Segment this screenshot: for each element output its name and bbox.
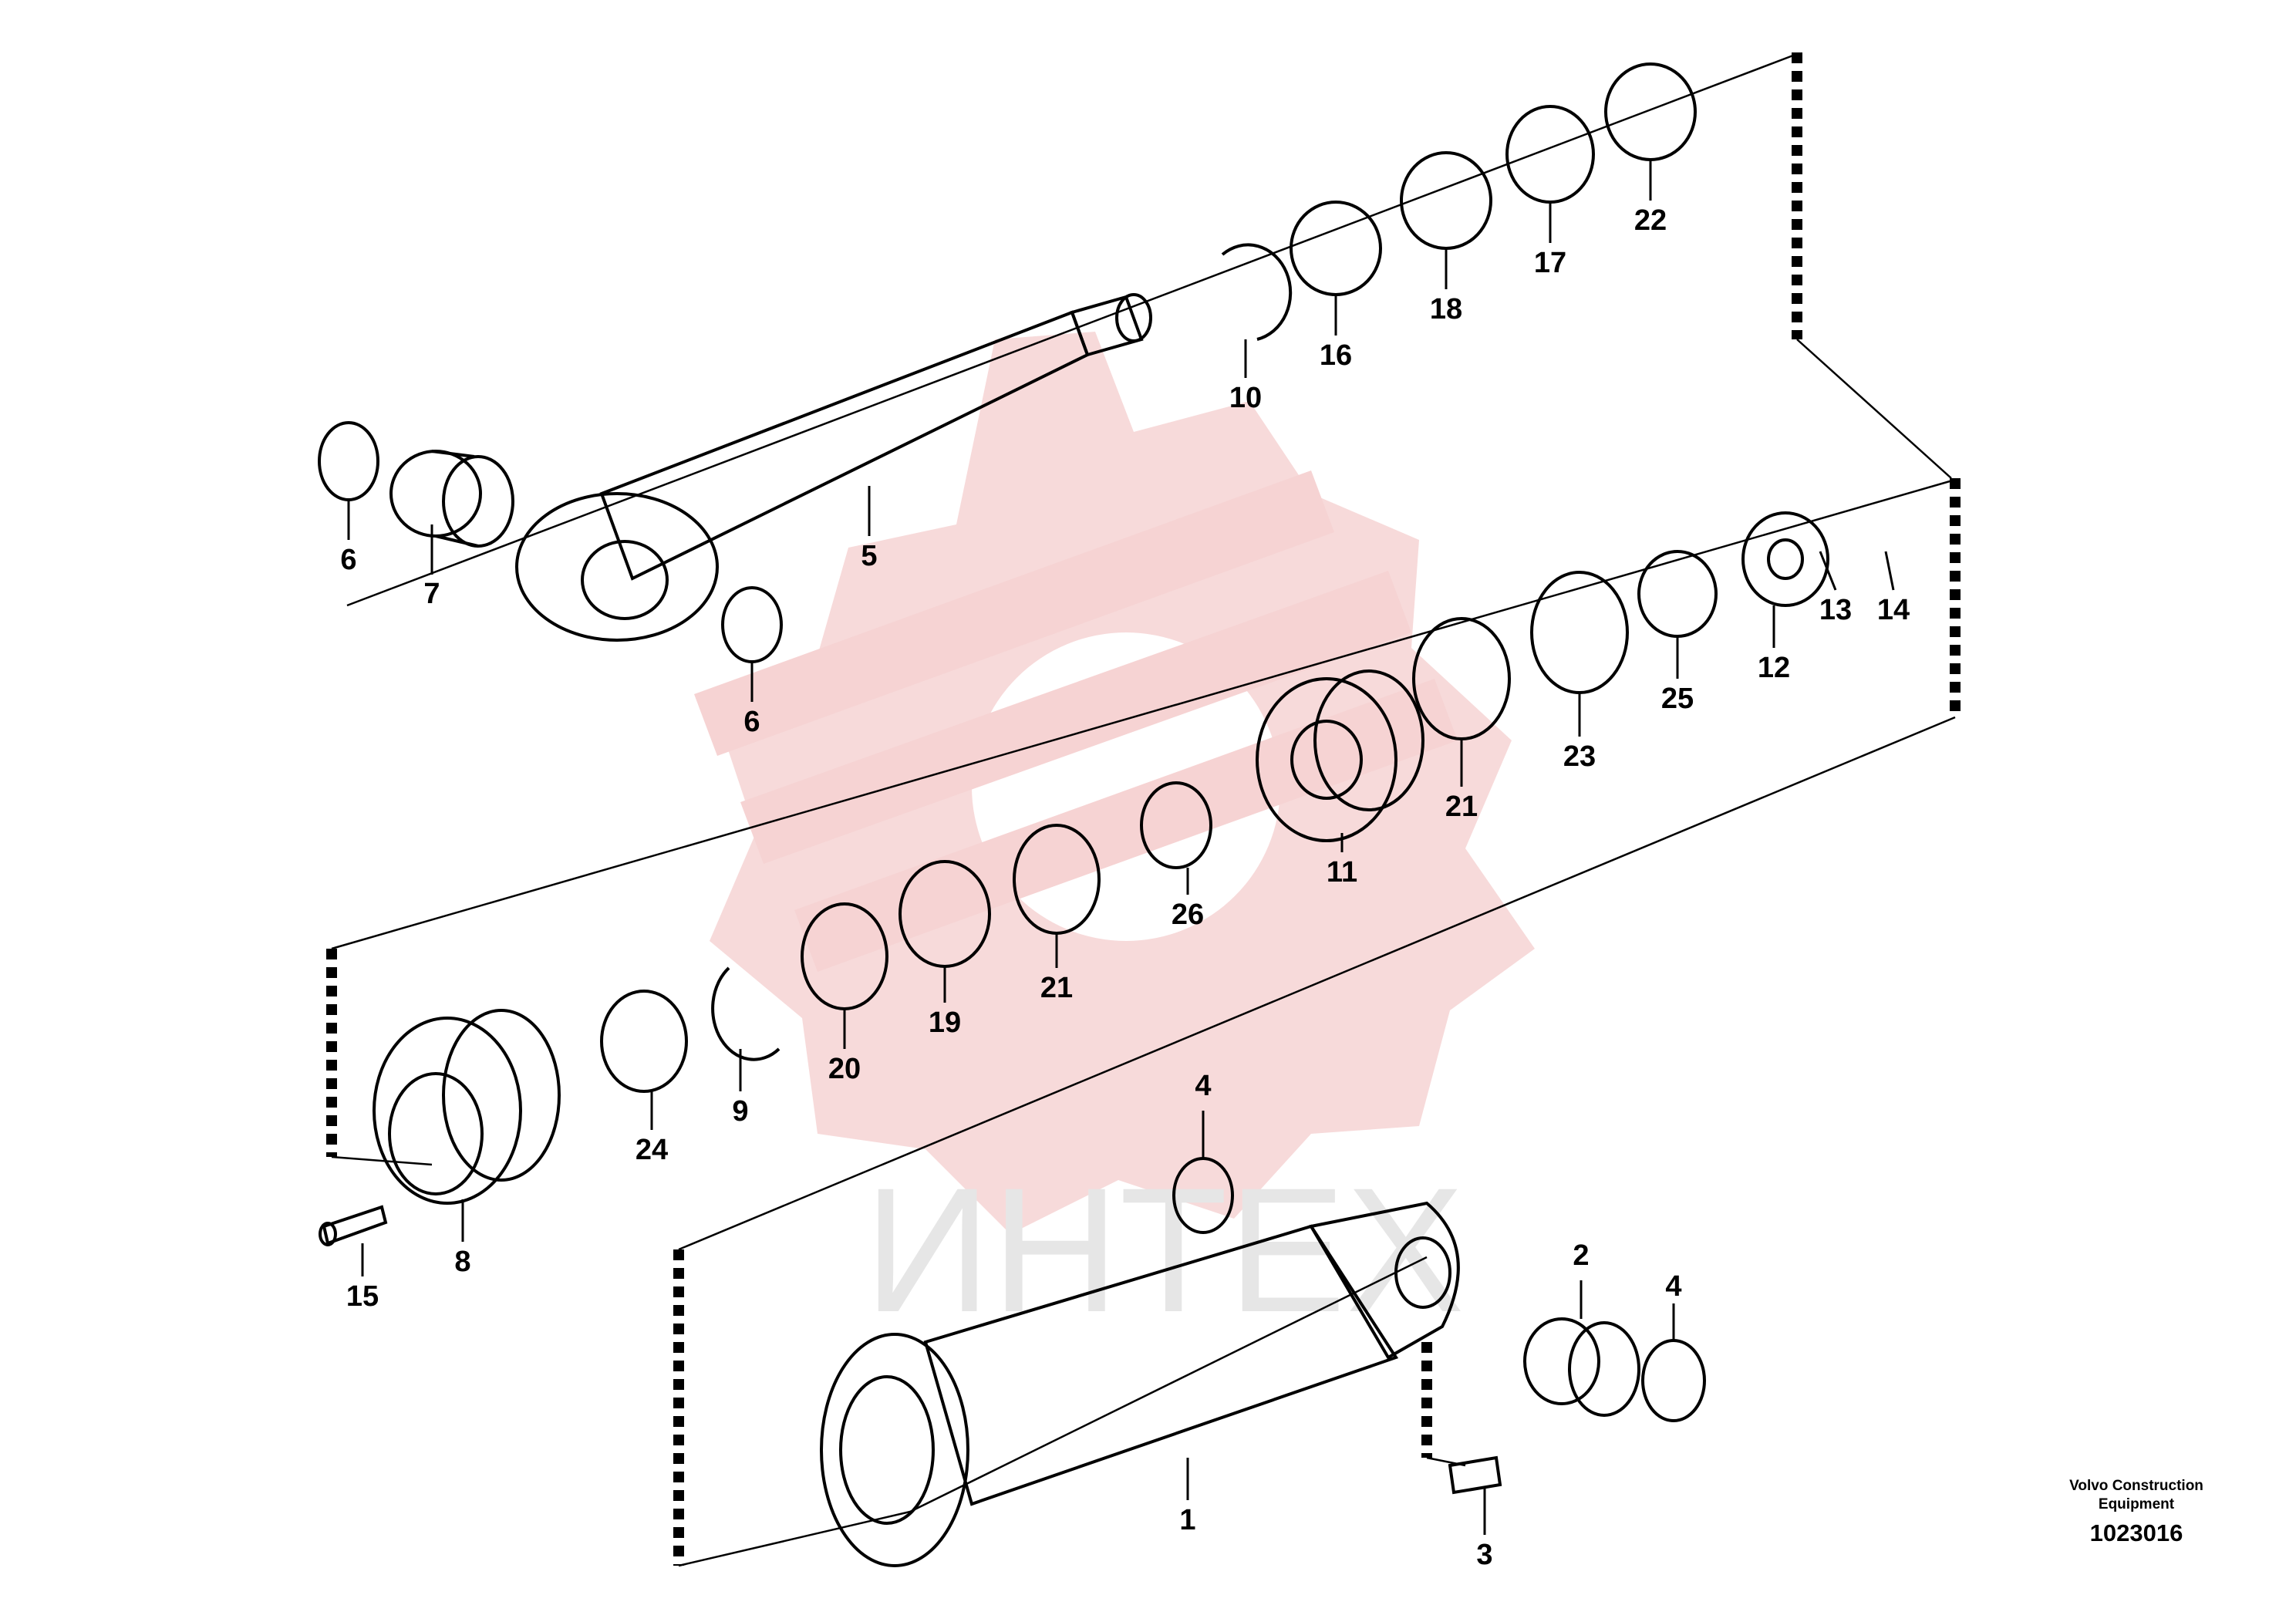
callout-19: 19	[929, 1007, 961, 1039]
leader-lines	[347, 160, 1895, 1535]
cylinder-head	[373, 1009, 561, 1205]
callout-25: 25	[1661, 683, 1694, 715]
callout-16: 16	[1320, 339, 1352, 372]
callout-4: 4	[1665, 1270, 1681, 1303]
callout-6: 6	[340, 544, 356, 576]
callout-21: 21	[1040, 972, 1073, 1004]
callout-11: 11	[1327, 856, 1357, 889]
bolt	[319, 1205, 388, 1246]
callout-labels: 6 7 5 6 10 16 18 17 22 13 14 12 25 23 21…	[340, 204, 1910, 1571]
callout-26: 26	[1172, 899, 1204, 931]
callout-9: 9	[732, 1095, 748, 1128]
callout-2: 2	[1573, 1239, 1589, 1272]
callout-6: 6	[743, 706, 760, 738]
callout-18: 18	[1430, 293, 1462, 325]
diagram-code: 1023016	[2089, 1519, 2183, 1546]
callout-14: 14	[1877, 594, 1910, 626]
piston-nut	[1741, 511, 1829, 607]
credit-line-1: Volvo Construction	[2069, 1478, 2203, 1494]
tube-bushing	[1523, 1317, 1640, 1417]
callout-5: 5	[861, 540, 877, 572]
watermark-text: ИНТЕХ	[864, 1151, 1465, 1349]
rod-bushing	[389, 450, 514, 548]
assembly-frame-lines	[326, 52, 1961, 1567]
callout-10: 10	[1229, 382, 1262, 414]
callout-3: 3	[1476, 1539, 1492, 1571]
callout-22: 22	[1634, 204, 1667, 237]
callout-1: 1	[1179, 1504, 1195, 1536]
callout-7: 7	[423, 578, 440, 610]
callout-23: 23	[1563, 740, 1596, 773]
piston	[1256, 669, 1424, 842]
callout-12: 12	[1758, 652, 1790, 684]
callout-15: 15	[346, 1280, 379, 1313]
callout-17: 17	[1534, 247, 1566, 279]
callout-24: 24	[636, 1134, 668, 1166]
piston-rod	[515, 293, 1152, 642]
callout-21: 21	[1445, 791, 1478, 823]
grease-fitting	[1448, 1455, 1502, 1495]
callout-20: 20	[828, 1053, 861, 1085]
callout-8: 8	[454, 1246, 470, 1278]
callout-4: 4	[1195, 1070, 1211, 1102]
seal-rings-middle	[600, 550, 1718, 1093]
callout-13: 13	[1819, 594, 1852, 626]
cylinder-tube	[820, 1201, 1460, 1567]
credit-line-2: Equipment	[2098, 1496, 2175, 1512]
